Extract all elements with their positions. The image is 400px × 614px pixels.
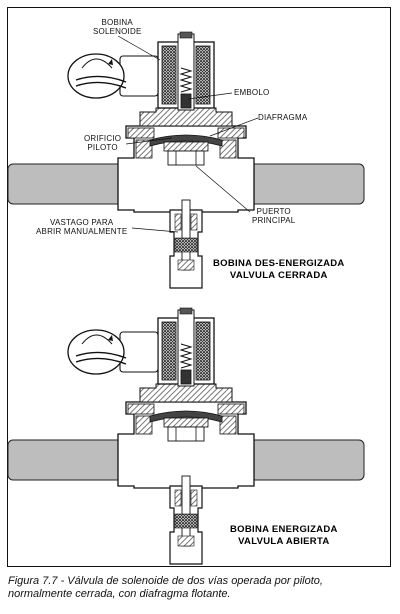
valve-closed <box>7 31 365 289</box>
state-closed-line1: BOBINA DES-ENERGIZADA <box>213 258 345 269</box>
label-orificio-line1: ORIFICIO <box>84 134 122 143</box>
leader-lines <box>117 35 259 233</box>
label-puerto-line2: PRINCIPAL <box>252 216 296 225</box>
label-diafragma: DIAFRAGMA <box>258 113 308 122</box>
caption-line1: Figura 7.7 - Válvula de solenoide de dos… <box>8 575 323 587</box>
label-vastago: VASTAGO PARA ABRIR MANUALMENTE <box>36 218 127 236</box>
state-closed-line2: VALVULA CERRADA <box>229 270 328 281</box>
caption-line2: normalmente cerrada, con diafragma flota… <box>8 588 231 600</box>
label-bobina-solenoide: BOBINA SOLENOIDE <box>93 18 141 36</box>
label-vastago-line1: VASTAGO PARA <box>50 218 114 227</box>
label-orificio-piloto: ORIFICIO PILOTO <box>84 134 121 152</box>
label-bobina-line2: SOLENOIDE <box>93 27 142 36</box>
state-closed: BOBINA DES-ENERGIZADA VALVULA CERRADA <box>213 258 345 282</box>
label-embolo: EMBOLO <box>234 88 270 97</box>
state-open-line1: BOBINA ENERGIZADA <box>230 524 338 535</box>
label-vastago-line2: ABRIR MANUALMENTE <box>36 227 128 236</box>
state-open: BOBINA ENERGIZADA VALVULA ABIERTA <box>230 524 338 548</box>
figure-caption: Figura 7.7 - Válvula de solenoide de dos… <box>8 575 394 601</box>
label-puerto-line1: PUERTO <box>256 207 291 216</box>
state-open-line2: VALVULA ABIERTA <box>238 536 330 547</box>
label-bobina-line1: BOBINA <box>101 18 133 27</box>
label-orificio-line2: PILOTO <box>87 143 118 152</box>
label-puerto-principal: PUERTO PRINCIPAL <box>252 207 295 225</box>
